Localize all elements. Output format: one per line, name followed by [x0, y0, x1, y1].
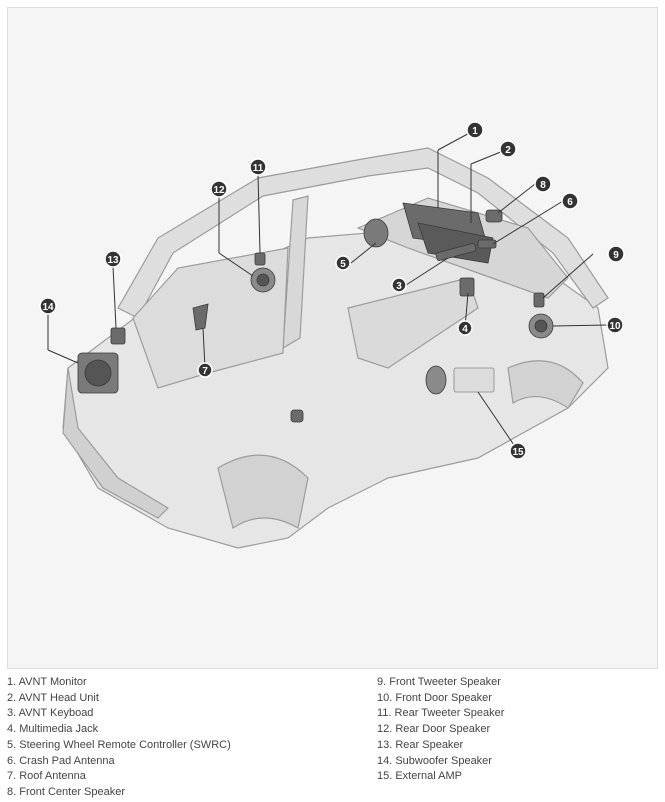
roof-frame	[117, 147, 609, 319]
b-pillar	[282, 195, 309, 350]
callout-4: 4	[457, 320, 473, 336]
legend-item-12: 12. Rear Door Speaker	[377, 723, 491, 736]
parts-legend: 1. AVNT Monitor 2. AVNT Head Unit 3. AVN…	[7, 675, 658, 800]
legend-item-13: 13. Rear Speaker	[377, 738, 464, 751]
front-tweeter-part	[533, 292, 545, 308]
legend-item-5: 5. Steering Wheel Remote Controller (SWR…	[7, 738, 231, 751]
car-body	[62, 147, 609, 549]
roof-antenna-part	[192, 303, 209, 331]
legend-column-left: 1. AVNT Monitor 2. AVNT Head Unit 3. AVN…	[7, 675, 231, 801]
rear-bumper	[62, 367, 169, 519]
callout-15: 15	[509, 442, 527, 460]
svg-text:15: 15	[512, 447, 524, 458]
legend-column-right: 9. Front Tweeter Speaker 10. Front Door …	[377, 675, 504, 785]
svg-text:6: 6	[567, 197, 573, 208]
callout-6: 6	[561, 192, 579, 210]
callout-11: 11	[249, 158, 267, 176]
rear-door-speaker-cone	[256, 273, 270, 287]
front-wheel-arch	[507, 360, 584, 409]
legend-item-14: 14. Subwoofer Speaker	[377, 754, 492, 767]
rear-tweeter-part	[254, 252, 266, 266]
callout-8: 8	[534, 175, 552, 193]
callout-10: 10	[606, 316, 624, 334]
callout-14: 14	[39, 297, 57, 315]
callout-2: 2	[499, 140, 517, 158]
left-side-wall	[132, 247, 289, 389]
svg-text:3: 3	[396, 281, 402, 292]
svg-text:13: 13	[107, 255, 119, 266]
legend-item-4: 4. Multimedia Jack	[7, 723, 99, 736]
legend-item-1: 1. AVNT Monitor	[7, 676, 87, 688]
svg-text:14: 14	[42, 302, 54, 313]
callout-3: 3	[391, 277, 407, 293]
svg-text:1: 1	[472, 126, 478, 137]
legend-item-11: 11. Rear Tweeter Speaker	[377, 707, 505, 720]
leader-lines	[47, 129, 609, 452]
svg-text:12: 12	[213, 185, 225, 196]
multimedia-jack-part	[459, 277, 475, 297]
legend-item-9: 9. Front Tweeter Speaker	[377, 676, 501, 688]
center-tunnel	[347, 277, 479, 369]
svg-text:10: 10	[609, 321, 621, 332]
rear-speaker-part	[110, 327, 126, 345]
crash-pad-antenna-part	[477, 239, 497, 249]
front-door-speaker-cone	[534, 319, 548, 333]
svg-text:8: 8	[540, 180, 546, 191]
callout-5: 5	[335, 255, 351, 271]
svg-text:11: 11	[253, 163, 264, 174]
car-body-diagram: 1 2 3 4 5 6 7 8 9 10 11 12 13 14 15	[39, 121, 625, 549]
legend-item-2: 2. AVNT Head Unit	[7, 691, 99, 704]
svg-text:2: 2	[505, 145, 511, 156]
callout-9: 9	[607, 245, 625, 263]
legend-item-10: 10. Front Door Speaker	[377, 691, 492, 704]
diagram-figure: 1 2 3 4 5 6 7 8 9 10 11 12 13 14 15	[7, 7, 658, 669]
callout-1: 1	[466, 121, 484, 139]
subwoofer-cone	[84, 359, 112, 387]
floor-part	[290, 409, 304, 423]
callout-7: 7	[197, 362, 213, 378]
legend-item-6: 6. Crash Pad Antenna	[7, 754, 115, 767]
svg-text:7: 7	[202, 366, 208, 377]
swrc-part	[363, 218, 389, 248]
svg-text:4: 4	[462, 324, 468, 335]
legend-item-3: 3. AVNT Keyboad	[7, 707, 94, 720]
callout-12: 12	[210, 180, 228, 198]
legend-item-15: 15. External AMP	[377, 770, 462, 783]
callout-13: 13	[104, 250, 122, 268]
rear-wheel-arch	[217, 454, 309, 529]
rear-left-speaker-part	[425, 365, 447, 395]
svg-text:5: 5	[340, 259, 346, 270]
svg-text:9: 9	[613, 250, 619, 261]
components	[77, 202, 554, 423]
legend-item-7: 7. Roof Antenna	[7, 770, 86, 783]
legend-item-8: 8. Front Center Speaker	[7, 785, 126, 798]
external-amp-part	[453, 367, 495, 393]
avnt-keyboard-part	[435, 243, 477, 261]
